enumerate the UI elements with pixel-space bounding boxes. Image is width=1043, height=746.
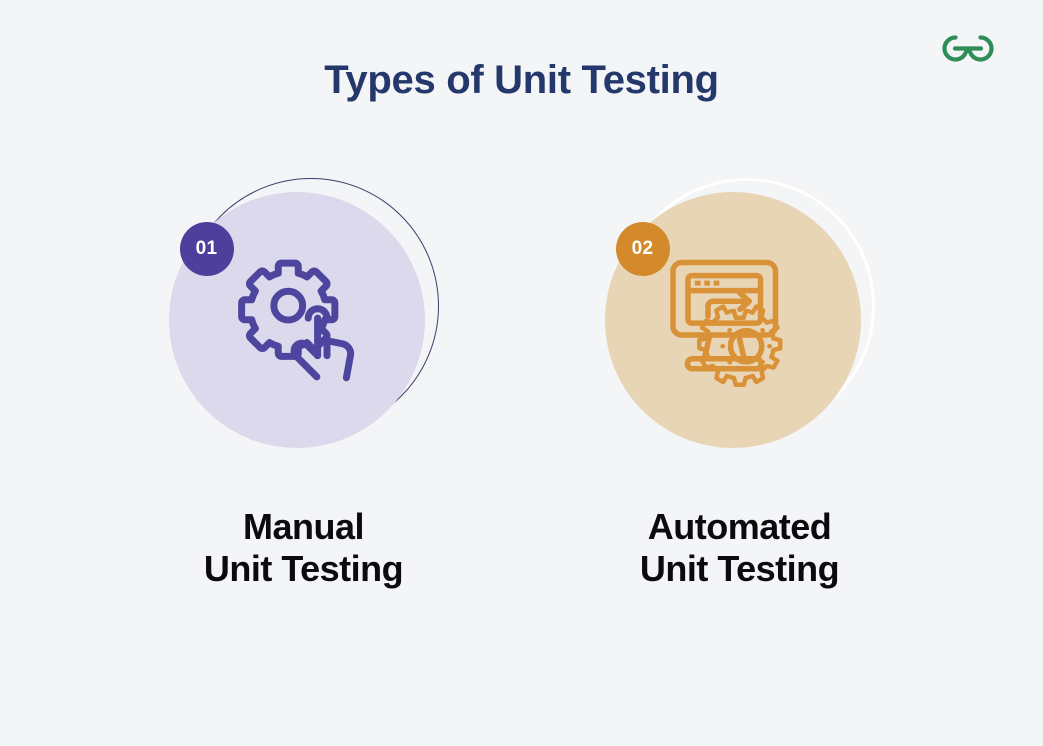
page-title: Types of Unit Testing [324,58,719,102]
circle-cluster: 01 [168,178,439,450]
card-badge-number: 01 [179,222,234,276]
circle-cluster: 02 [604,178,875,450]
card-badge-number: 02 [615,222,670,276]
caption-line-2: Unit Testing [203,548,404,590]
cards-row: 01 Manual Unit Testing [0,178,1043,591]
icon-disc [168,192,425,448]
gear-hand-pointer-icon [237,259,354,382]
caption-line-1: Manual [242,506,365,547]
geeksforgeeks-logo [935,26,1001,66]
card-caption: Manual Unit Testing [203,506,404,591]
monitor-gear-automation-icon [669,259,782,387]
card-caption: Automated Unit Testing [639,506,840,591]
card-automated-unit-testing[interactable]: 02 Automated Unit Testing [604,178,875,591]
icon-disc [604,192,861,448]
caption-line-2: Unit Testing [639,548,840,590]
caption-line-1: Automated [647,506,832,547]
gfg-double-g-icon [942,35,994,62]
card-manual-unit-testing[interactable]: 01 Manual Unit Testing [168,178,439,591]
